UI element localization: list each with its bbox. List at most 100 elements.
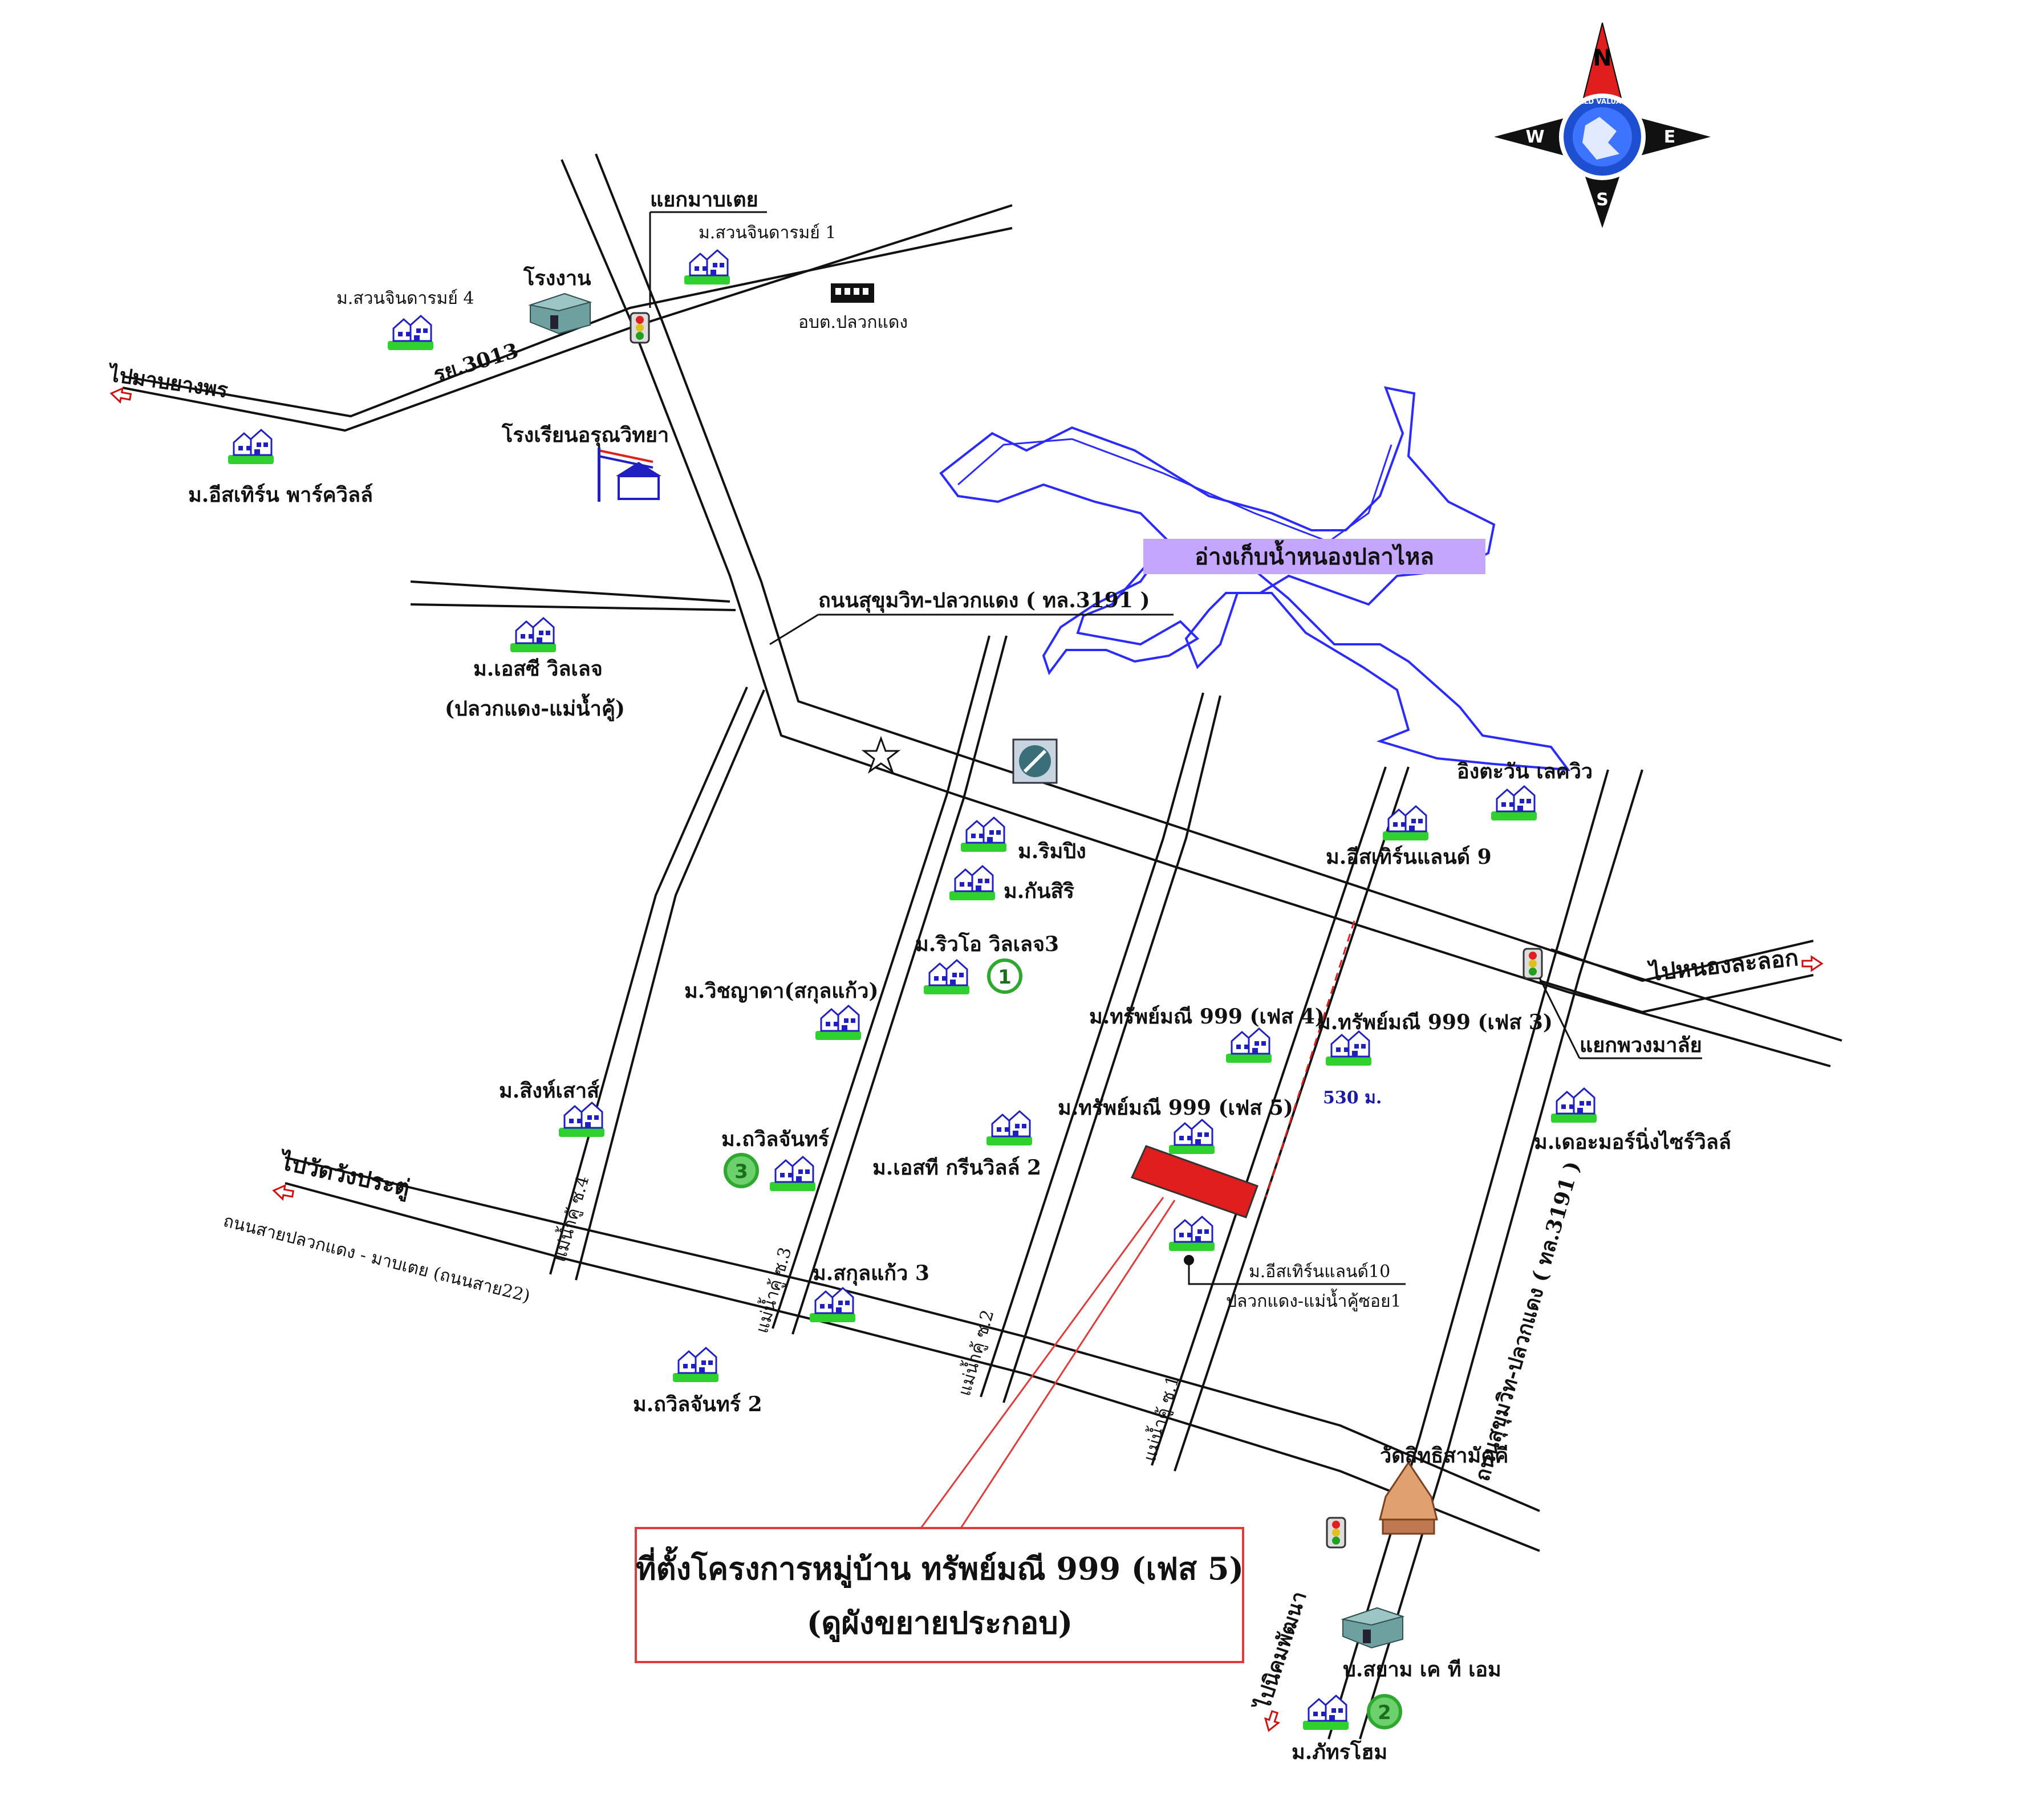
eastern-land10-pointer	[1184, 1255, 1406, 1285]
label-st-green-ville2: ม.เอสที กรีนวิลล์ 2	[872, 1156, 1041, 1180]
label-sing-sao-sa: ม.สิงห์เสาส์	[499, 1079, 599, 1103]
reservoir-label: อ่างเก็บน้ำหนองปลาไหล	[1195, 540, 1434, 570]
road-pluak-daeng-map-ta-phut	[285, 1182, 1540, 1552]
village-suan-jindaram-4	[387, 315, 435, 351]
road-to-nong-la-lok	[1539, 974, 1814, 1013]
svg-text:3: 3	[734, 1160, 748, 1183]
label-sakun-kaew3: ม.สกุลแก้ว 3	[813, 1261, 929, 1286]
road-network	[122, 153, 1842, 1740]
village-wichayada	[814, 1005, 862, 1041]
label-suan-jindaram-4: ม.สวนจินดารมย์ 4	[336, 289, 474, 308]
road-ry3013	[122, 204, 1013, 432]
village-morning-ville	[1550, 1087, 1598, 1124]
village-sc-village	[509, 617, 557, 653]
obt-building-icon	[831, 283, 874, 303]
village-sakun-kaew3	[809, 1287, 856, 1323]
road-label-soi1: แม่น้ำคู้ ซ.1	[1137, 1372, 1183, 1464]
road-west-branch-b	[410, 603, 736, 611]
arrow-nong-la-lok	[1801, 956, 1823, 972]
road-map-toei-north-b	[595, 153, 1842, 1042]
road-sukhumvit-vertical	[1327, 769, 1609, 1740]
village-rio	[923, 959, 971, 996]
label-tawin-chan2: ม.ถวิลจันทร์ 2	[633, 1392, 762, 1416]
road-soi4	[575, 689, 765, 1281]
label-eastern-land10: ม.อีสเทิร์นแลนด์10	[1249, 1262, 1390, 1282]
compass-s: S	[1596, 190, 1609, 210]
village-ing-tawan	[1490, 785, 1538, 822]
junction-map-toei: แยกมาบเตย	[650, 188, 758, 212]
village-eastern-land9	[1382, 805, 1430, 842]
reservoir-outline-inner	[957, 438, 1392, 543]
arrow-nikhom-phatthana	[1261, 1709, 1282, 1734]
road-map-toei-north	[561, 159, 1831, 1067]
road-label-sukhumvit: ถนนสุขุมวิท-ปลวกแดง ( ทล.3191 )	[818, 588, 1150, 614]
village-suan-jindaram-1	[683, 249, 731, 286]
project-site-marker	[1130, 1145, 1258, 1218]
compass-e: E	[1664, 127, 1676, 147]
village-tawin-chan	[769, 1156, 817, 1192]
marker-one: 1	[987, 958, 1022, 994]
village-tawin-chan2	[672, 1347, 720, 1383]
label-sc-village-sub: (ปลวกแดง-แม่น้ำคู้)	[445, 693, 625, 722]
signal-south	[1326, 1517, 1346, 1549]
road-label-sukhumvit-vertical: ถนนสุขุมวิท-ปลวกแดง ( ทล.3191 )	[1470, 1159, 1586, 1484]
svg-text:2: 2	[1378, 1701, 1391, 1724]
temple-icon	[1379, 1461, 1438, 1535]
label-sapmanee-3: ม.ทรัพย์มณี 999 (เฟส 3)	[1317, 1010, 1553, 1034]
village-sapmanee-4	[1225, 1027, 1273, 1064]
label-rim-ping: ม.ริมปิง	[1018, 839, 1086, 863]
school-icon	[598, 448, 661, 502]
signal-phuang-malai	[1523, 948, 1543, 980]
road-soi4-b	[549, 686, 748, 1275]
callout-subtitle: (ดูผังขยายประกอบ)	[807, 1604, 1073, 1642]
gas-station-icon	[1012, 738, 1058, 784]
compass-w: W	[1525, 127, 1544, 147]
road-label-pluak-daeng-map-ta-phut: ถนนสายปลวกแดง - มาบเตย (ถนนสาย22)	[221, 1211, 532, 1307]
reservoir-outline	[939, 386, 1571, 771]
compass-ring-text: WORLD VALUATION	[1565, 98, 1639, 105]
village-sing-sao-sa	[558, 1102, 606, 1138]
compass-rose: N S E W WORLD VALUATION	[1494, 22, 1711, 228]
label-wat: วัดสิทธิสามัคคี	[1380, 1444, 1508, 1468]
village-sapmanee-5	[1168, 1119, 1216, 1155]
road-label-ry3013: รย.3013	[431, 339, 521, 387]
label-school: โรงเรียนอรุณวิทยา	[501, 422, 669, 448]
label-sc-village: ม.เอสซี วิลเลจ	[473, 657, 603, 681]
arrow-wat-wang-pratu	[271, 1183, 295, 1202]
label-obt: อบต.ปลวกแดง	[798, 312, 908, 332]
road-west-branch	[410, 580, 730, 603]
road-sukhumvit-vertical-b	[1359, 769, 1643, 1740]
road-label-soi4: แม่น้ำคู้ ซ.4	[547, 1173, 593, 1264]
marker-two: 2	[1367, 1694, 1402, 1729]
label-rio: ม.ริวโอ วิลเลจ3	[915, 932, 1059, 956]
direction-nikhom-phatthana: ไปนิคมพัฒนา	[1249, 1589, 1311, 1715]
direction-wat-wang-pratu: ไปวัดวังประตู่	[276, 1148, 412, 1202]
label-eastern-park-villa: ม.อีสเทิร์น พาร์ควิลล์	[188, 483, 373, 507]
road-soi1-b	[1151, 766, 1387, 1466]
compass-n: N	[1593, 45, 1611, 71]
road-soi3	[791, 635, 1008, 1335]
label-factory: โรงงาน	[523, 266, 591, 290]
callout-title: ที่ตั้งโครงการหมู่บ้าน ทรัพย์มณี 999 (เฟ…	[636, 1546, 1244, 1588]
village-rim-ping	[960, 816, 1008, 853]
road-soi3-b	[772, 635, 990, 1329]
direction-nong-la-lok: ไปหนองละลอก	[1646, 944, 1800, 986]
label-phattra-home: ม.ภัทรโฮม	[1292, 1740, 1387, 1764]
label-eastern-land9: ม.อีสเทิร์นแลนด์ 9	[1326, 845, 1492, 869]
factory-icon-siam-ktm	[1342, 1607, 1403, 1648]
distance-label: 530 ม.	[1323, 1088, 1382, 1108]
road-label-soi3: แม่น้ำคู้ ซ.3	[749, 1244, 795, 1335]
road-to-nong-la-lok-b	[1550, 940, 1814, 982]
label-siam-ktm: บ.สยาม เค ที เอม	[1343, 1658, 1501, 1681]
village-eastern-park-villa	[227, 429, 275, 465]
label-sapmanee-4: ม.ทรัพย์มณี 999 (เฟส 4)	[1089, 1005, 1325, 1029]
road-ry3013-b	[122, 227, 1013, 417]
road-label-sukhumvit-leader	[769, 614, 819, 645]
village-eastern-land10	[1168, 1216, 1216, 1252]
distance-measure-line	[1265, 920, 1355, 1198]
callout-box	[635, 1527, 1244, 1663]
signal-map-toei	[630, 312, 650, 344]
label-tawin-chan: ม.ถวิลจันทร์	[721, 1127, 830, 1151]
village-st-green-ville2	[985, 1110, 1033, 1147]
label-eastern-land10-sub: ปลวกแดง-แม่น้ำคู้ซอย1	[1226, 1289, 1402, 1311]
